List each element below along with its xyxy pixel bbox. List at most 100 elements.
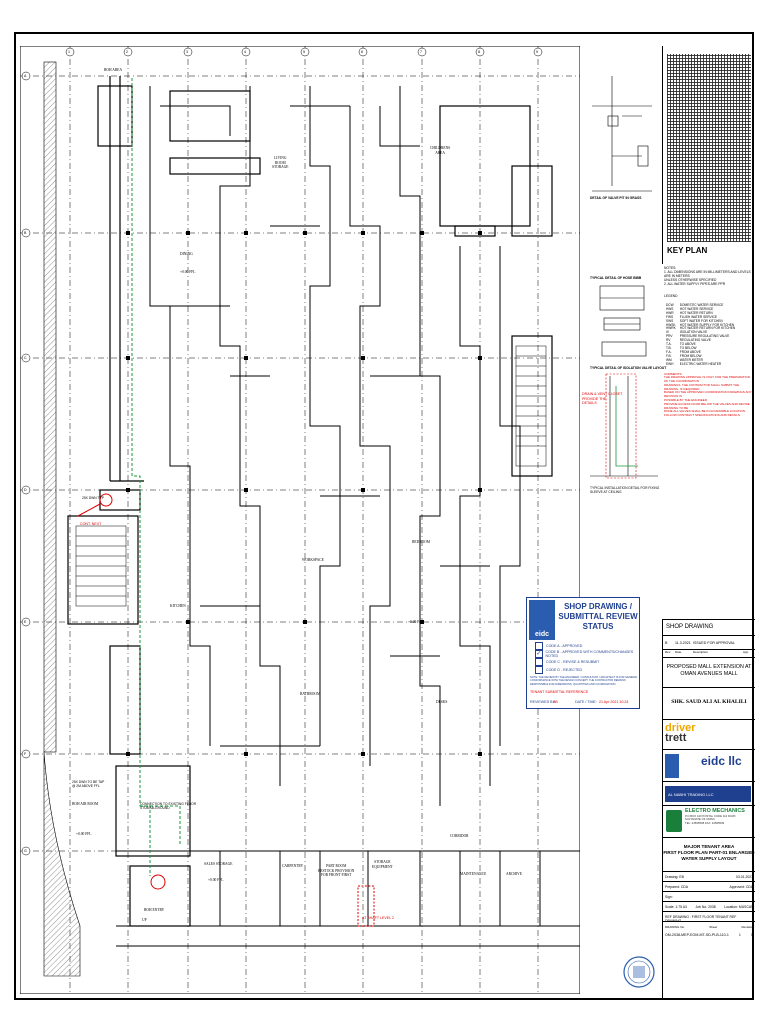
legend-abbrev: F.B.: [666, 353, 672, 358]
code-b: ✓ CODE B - APPROVED WITH COMMENTS/CHANGE…: [535, 650, 639, 658]
code-d: CODE D - REJECTED: [535, 666, 582, 674]
key-plan-label: KEY PLAN: [667, 246, 708, 255]
prepared-by: Prepared: CDA: [665, 885, 688, 889]
legend-row: T.B.TO BELOW: [664, 346, 737, 351]
detail-title: TYPICAL DETAIL OF ISOLATION VALVE LAYOUT: [590, 366, 667, 370]
red-note: AT SHAFT LEVEL 2: [362, 916, 395, 920]
rev-header: Rev: [665, 650, 671, 654]
legend-desc: HOT WATER SERVICE: [679, 306, 714, 311]
room-label: LIVING ROOM STORAGE: [272, 156, 289, 169]
room-label: CHILDRENS AREA: [430, 146, 451, 155]
revision-label: Revision: [741, 925, 753, 929]
grid-label-8: 8: [478, 50, 480, 54]
reviewed-by: AB: [553, 700, 558, 704]
grid-label-A: A: [24, 74, 27, 78]
legend-abbrev: SWS: [666, 318, 674, 323]
grid-label-3: 3: [186, 50, 188, 54]
date-label: DATE / TIME:: [575, 700, 597, 704]
code-a: CODE A - APPROVED: [535, 642, 582, 650]
revision-number: 0: [751, 933, 753, 937]
grid-label-D: D: [24, 488, 27, 492]
room-label: CORRIDOR: [450, 834, 469, 838]
rev-desc: ISSUED FOR APPROVAL: [693, 640, 735, 645]
legend-desc: REGULATING VALVE: [679, 338, 711, 343]
room-label: ARCHIVE: [506, 872, 522, 876]
review-status-stamp: eidc SHOP DRAWING / SUBMITTAL REVIEW STA…: [526, 597, 640, 709]
legend-title: LEGEND: [664, 294, 678, 298]
grid-label-E: E: [24, 620, 27, 624]
room-label: WORKSPACE: [302, 558, 324, 562]
grid-label-7: 7: [420, 50, 422, 54]
floor-plan: 1 2 3 4 5 6 7 8 9 A B C D E F G BOH AREA…: [20, 46, 640, 994]
trett-text: trett: [665, 732, 687, 744]
legend-desc: DOMESTIC WATER SERVICE: [679, 303, 724, 307]
legend-abbrev: IV: [666, 330, 670, 335]
drawing-sheet: 1 2 3 4 5 6 7 8 9 A B C D E F G BOH AREA…: [14, 32, 755, 1000]
legend-desc: HOT WATER RETURN: [679, 310, 713, 315]
electro-mechanics-logo: [666, 810, 682, 832]
location: Location: MUSCAT: [724, 905, 753, 909]
checkbox-icon: [535, 666, 543, 674]
pipe-callout: CONNECTION TO EXISTING FLOOR STUB AB-GRO…: [140, 802, 197, 811]
code-c: CODE C - REVISE & RESUBMIT: [535, 658, 599, 666]
revision-row: B 11.3.2021 ISSUED FOR APPROVAL: [663, 635, 755, 649]
legend-desc: HOT WATER SUPPLY FOR KITCHEN: [679, 322, 735, 327]
sheet-title: MAJOR TENANT AREA FIRST FLOOR PLAN PART-…: [663, 844, 755, 861]
revision-headers: Rev Date Description App: [663, 649, 755, 657]
code-c-label: CODE C - REVISE & RESUBMIT: [546, 660, 600, 664]
checked-box-icon: ✓: [535, 650, 543, 658]
rev-header: Description: [693, 650, 709, 654]
right-panel: DETAIL OF VALVE PIT IN GRASS TYPICAL DET…: [582, 46, 755, 1000]
room-label: BOH ENTRY: [144, 908, 165, 912]
room-label: +0.00 FFL: [76, 832, 92, 836]
red-note: CONT. NEXT: [80, 522, 102, 526]
room-label: MAINTENANCE: [460, 872, 487, 876]
code-a-label: CODE A - APPROVED: [546, 644, 583, 648]
room-label: DINING: [180, 252, 193, 256]
grid-label-2: 2: [126, 50, 128, 54]
detail-red-note: DRAIN & VENT CLOSET PROVIDE THE DETAILS: [582, 392, 623, 405]
notes-legend: NOTES: 1. ALL DIMENSIONS ARE IN MILLIMET…: [664, 266, 752, 418]
rev-letter: B: [665, 640, 668, 645]
room-label: +0.00 FFL: [180, 270, 196, 274]
grid-label-F: F: [24, 752, 27, 756]
rev-date: 11.3.2021: [675, 640, 691, 645]
drawing-date: 03.01.2021: [736, 875, 753, 879]
legend-abbrev: T.A.: [666, 342, 672, 347]
checkbox-icon: [535, 658, 543, 666]
legend-abbrev: HWS: [666, 306, 674, 311]
eidc-logo: eidc: [529, 600, 555, 640]
legend-abbrev: HWRK: [666, 326, 676, 331]
legend-row: F.A.FROM ABOVE: [664, 350, 737, 355]
job-no: Job No: 2038: [695, 905, 716, 909]
driver-text: driver: [665, 722, 696, 734]
room-label: CARPENTRY: [282, 864, 304, 868]
legend-desc: WATER METER: [679, 357, 703, 362]
detail-title: TYPICAL DETAIL OF HOSE BIBB: [590, 276, 642, 280]
room-label: +0.00 FFL: [408, 620, 424, 624]
grid-label-B: B: [24, 231, 27, 235]
checkbox-icon: [535, 642, 543, 650]
room-label: BEDROOM: [412, 540, 430, 544]
title-block: SHOP DRAWING B 11.3.2021 ISSUED FOR APPR…: [662, 619, 755, 1000]
official-seal: [623, 956, 655, 988]
legend-row: F.B.FROM BELOW: [664, 353, 737, 359]
drawn-by: Drawing: EB: [665, 875, 684, 879]
pipe-callout: 25X DWN TYP: [82, 496, 104, 500]
legend-abbrev: EWH: [666, 361, 674, 366]
contractor-row: AL NABHI TRADING LLC: [663, 781, 755, 805]
eidc-logo-mark: [665, 754, 679, 778]
drawing-number-row: DRAWING No. Sheet Revision OM-2038-MEP-E…: [663, 921, 755, 945]
code-d-label: CODE D - REJECTED: [546, 668, 583, 672]
legend-abbrev: RV: [666, 338, 671, 343]
sheet-title-row: MAJOR TENANT AREA FIRST FLOOR PLAN PART-…: [663, 837, 755, 871]
drawing-number: OM-2038-MEP-EOM-MT-SD-PLB-110-1: [665, 933, 729, 937]
room-label: BOH AREA: [104, 68, 123, 72]
